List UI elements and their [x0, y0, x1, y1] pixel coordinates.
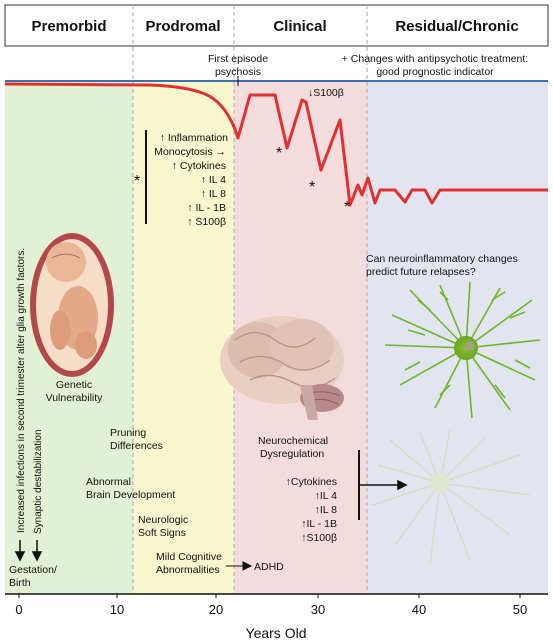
neurologic-line1: Neurologic	[138, 514, 188, 526]
adhd-label: ADHD	[254, 561, 284, 573]
brain-illustration	[220, 316, 344, 420]
treatment-line1: + Changes with antipsychotic treatment:	[342, 53, 528, 65]
asterisk-3: *	[344, 199, 350, 216]
phase-label-prodromal: Prodromal	[145, 18, 220, 35]
neurochemical-line1: Neurochemical	[258, 435, 328, 447]
tick-label-0: 0	[15, 602, 22, 617]
marker-cytokines: ↑ Cytokines	[172, 160, 226, 172]
clinical-s100b: ↑S100β	[301, 532, 337, 544]
gestation-line2: Birth	[9, 577, 31, 589]
cognitive-line1: Mild Cognitive	[156, 551, 222, 563]
tick-label-40: 40	[412, 602, 426, 617]
pruning-line1: Pruning	[110, 427, 146, 439]
residual-arrow	[359, 479, 408, 491]
clinical-il4: ↑IL 4	[315, 490, 338, 502]
cognitive-line2: Abnormalities	[156, 564, 220, 576]
phase-label-residual: Residual/Chronic	[395, 18, 518, 35]
tick-label-10: 10	[110, 602, 124, 617]
x-axis-ticks	[18, 594, 521, 598]
phase-dividers	[132, 5, 368, 594]
glial-cell-faded	[371, 429, 531, 566]
s100b-decrease: ↓S100β	[308, 87, 344, 99]
marker-il1b: ↑ IL - 1B	[187, 202, 226, 214]
asterisk-2: *	[309, 179, 315, 196]
abnormal-line2: Brain Development	[86, 489, 175, 501]
adhd-arrow	[226, 561, 253, 571]
phase-bg-prodromal	[133, 82, 234, 594]
marker-s100b: ↑ S100β	[187, 216, 226, 228]
functioning-curve	[4, 82, 548, 207]
asterisk-prodromal: *	[134, 173, 140, 190]
infections-vertical-text: Increased infections in second trimester…	[16, 248, 27, 533]
synaptic-vertical-text: Synaptic destabilization	[33, 429, 44, 534]
gestation-line1: Gestation/	[9, 564, 57, 576]
tick-label-30: 30	[311, 602, 325, 617]
asterisk-1: *	[276, 145, 282, 162]
marker-il8: ↑ IL 8	[201, 188, 226, 200]
pruning-line2: Differences	[110, 440, 163, 452]
clinical-il1b: ↑IL - 1B	[301, 518, 337, 530]
clinical-il8: ↑IL 8	[315, 504, 338, 516]
abnormal-line1: Abnormal	[86, 476, 131, 488]
marker-inflammation: ↑ Inflammation	[160, 132, 228, 144]
tick-label-20: 20	[209, 602, 223, 617]
phase-label-premorbid: Premorbid	[31, 18, 106, 35]
marker-il4: ↑ IL 4	[201, 174, 226, 186]
phase-bg-residual	[367, 82, 548, 594]
marker-monocytosis: Monocytosis →	[154, 146, 226, 158]
relapse-line2: predict future relapses?	[366, 266, 476, 278]
x-axis-label: Years Old	[246, 625, 307, 641]
tick-label-50: 50	[513, 602, 527, 617]
neurochemical-line2: Dysregulation	[260, 448, 324, 460]
first-episode-line1: First episode	[208, 53, 268, 65]
header-box	[4, 4, 549, 47]
neurologic-line2: Soft Signs	[138, 527, 186, 539]
genetic-line1: Genetic	[56, 379, 92, 391]
fetus-illustration	[30, 233, 114, 377]
phase-label-clinical: Clinical	[273, 18, 326, 35]
prodromal-markers: ↑ Inflammation Monocytosis → ↑ Cytokines…	[154, 132, 228, 228]
relapse-line1: Can neuroinflammatory changes	[366, 253, 518, 265]
first-episode-line2: psychosis	[215, 66, 261, 78]
glial-cell-active	[384, 281, 541, 419]
down-arrows	[14, 540, 43, 562]
clinical-cytokines: ↑Cytokines	[286, 476, 337, 488]
genetic-line2: Vulnerability	[46, 392, 104, 404]
treatment-line2: good prognostic indicator	[376, 66, 494, 78]
